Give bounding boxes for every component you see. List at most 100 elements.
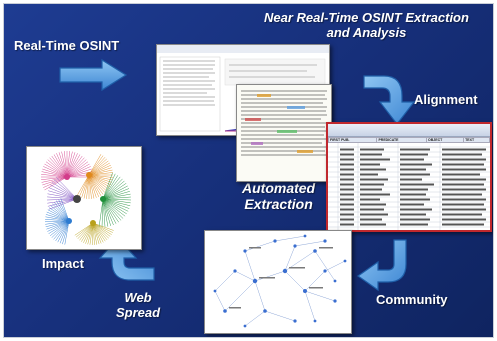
label-automated-line1: Automated xyxy=(242,180,316,196)
spread-edge xyxy=(42,176,68,186)
spread-edge xyxy=(86,174,90,199)
spread-edge xyxy=(102,176,121,200)
osint-document-screenshot xyxy=(156,44,330,136)
label-near-realtime-line1: Near Real-Time OSINT Extraction xyxy=(264,10,469,25)
spread-edge xyxy=(102,183,127,200)
spread-edge xyxy=(50,205,70,222)
spread-edge xyxy=(102,172,113,200)
spread-edge xyxy=(56,200,70,222)
spread-edge xyxy=(88,155,104,176)
arrow-curve-left-icon xyxy=(356,239,407,292)
spread-edge xyxy=(88,174,113,181)
spread-edge xyxy=(102,196,131,200)
label-web-spread: Web Spread xyxy=(116,290,160,320)
spread-edge xyxy=(77,222,94,239)
spread-edge xyxy=(45,220,70,228)
spread-edge xyxy=(92,222,113,233)
arrow-curve-down-icon xyxy=(363,75,416,125)
spread-edge xyxy=(51,182,78,200)
label-realtime-osint: Real-Time OSINT xyxy=(14,38,120,53)
spread-edge xyxy=(102,198,122,221)
spread-edge xyxy=(91,222,94,246)
spread-edge xyxy=(102,198,109,227)
spread-edge xyxy=(48,198,78,210)
spread-edge xyxy=(43,176,68,188)
spread-edge xyxy=(88,174,110,188)
spread-edge xyxy=(53,220,70,240)
spread-edge xyxy=(64,220,70,245)
spread-edge xyxy=(66,161,89,178)
spread-edge xyxy=(88,174,112,183)
spread-edge xyxy=(79,222,94,241)
spread-edge xyxy=(74,222,94,236)
spread-edge xyxy=(88,174,95,199)
impact-radial-graph xyxy=(27,147,141,249)
spread-edge xyxy=(88,174,104,195)
impact-graph-screenshot xyxy=(26,146,142,250)
spread-edge xyxy=(61,151,68,178)
label-community: Community xyxy=(376,292,448,307)
label-automated-line2: Extraction xyxy=(244,196,313,212)
spread-edge xyxy=(88,164,111,176)
spread-edge xyxy=(45,219,70,222)
spread-edge xyxy=(49,157,68,178)
spread-edge xyxy=(43,166,68,178)
spread-edge xyxy=(88,174,107,192)
spread-edge xyxy=(66,151,73,178)
spread-edge xyxy=(102,198,131,207)
spread-edge xyxy=(102,198,124,219)
community-graph xyxy=(205,231,351,333)
spread-edge xyxy=(66,152,76,178)
spread-edge xyxy=(66,159,87,178)
extraction-text-screenshot xyxy=(236,84,332,182)
spread-edge xyxy=(102,178,123,200)
spread-edge xyxy=(102,198,132,201)
spread-edge xyxy=(92,222,106,242)
spread-edge xyxy=(92,222,109,239)
table-header-object: OBJECT xyxy=(426,137,465,143)
spread-edge xyxy=(102,198,114,226)
spread-edge xyxy=(88,174,100,197)
spread-edge xyxy=(52,203,70,222)
label-web-line: Web xyxy=(124,290,152,305)
spread-edge xyxy=(88,157,106,176)
table-header-predicate: PREDICATE xyxy=(376,137,428,143)
spread-edge xyxy=(45,161,68,178)
spread-edge xyxy=(47,196,78,200)
table-header-first-pub: FIRST PUB. xyxy=(328,137,378,143)
spread-edge xyxy=(102,185,128,200)
spread-edge xyxy=(88,162,110,176)
spread-edge xyxy=(88,154,102,176)
spread-edge xyxy=(56,177,78,200)
spread-edge xyxy=(87,222,94,245)
community-graph-screenshot xyxy=(204,230,352,334)
spread-edge xyxy=(88,174,97,198)
spread-edge xyxy=(75,222,94,238)
spread-edge xyxy=(60,198,70,222)
extraction-thumbnail xyxy=(237,85,331,181)
spread-edge xyxy=(88,174,92,199)
spread-edge xyxy=(102,198,117,224)
spread-edge xyxy=(102,175,118,200)
spread-edge xyxy=(83,222,94,243)
spread-edge xyxy=(92,222,111,237)
spread-edge xyxy=(102,180,125,200)
spread-edge xyxy=(51,220,70,238)
spread-edge xyxy=(66,163,90,178)
spread-edge xyxy=(92,222,114,231)
spread-edge xyxy=(66,155,83,178)
spread-edge xyxy=(102,198,111,226)
spread-edge xyxy=(54,201,70,222)
spread-edge xyxy=(85,222,94,244)
spread-edge xyxy=(64,151,68,178)
spread-edge xyxy=(66,153,78,178)
spread-edge xyxy=(92,222,100,245)
spread-edge xyxy=(47,198,78,204)
alignment-table-screenshot: FIRST PUB. PREDICATE OBJECT TEXT xyxy=(326,122,492,232)
spread-edge xyxy=(53,179,78,200)
spread-edge xyxy=(62,220,70,245)
spread-edge xyxy=(44,220,70,223)
spread-edge xyxy=(56,153,68,178)
spread-edge xyxy=(49,187,78,200)
spread-edge xyxy=(49,220,70,236)
